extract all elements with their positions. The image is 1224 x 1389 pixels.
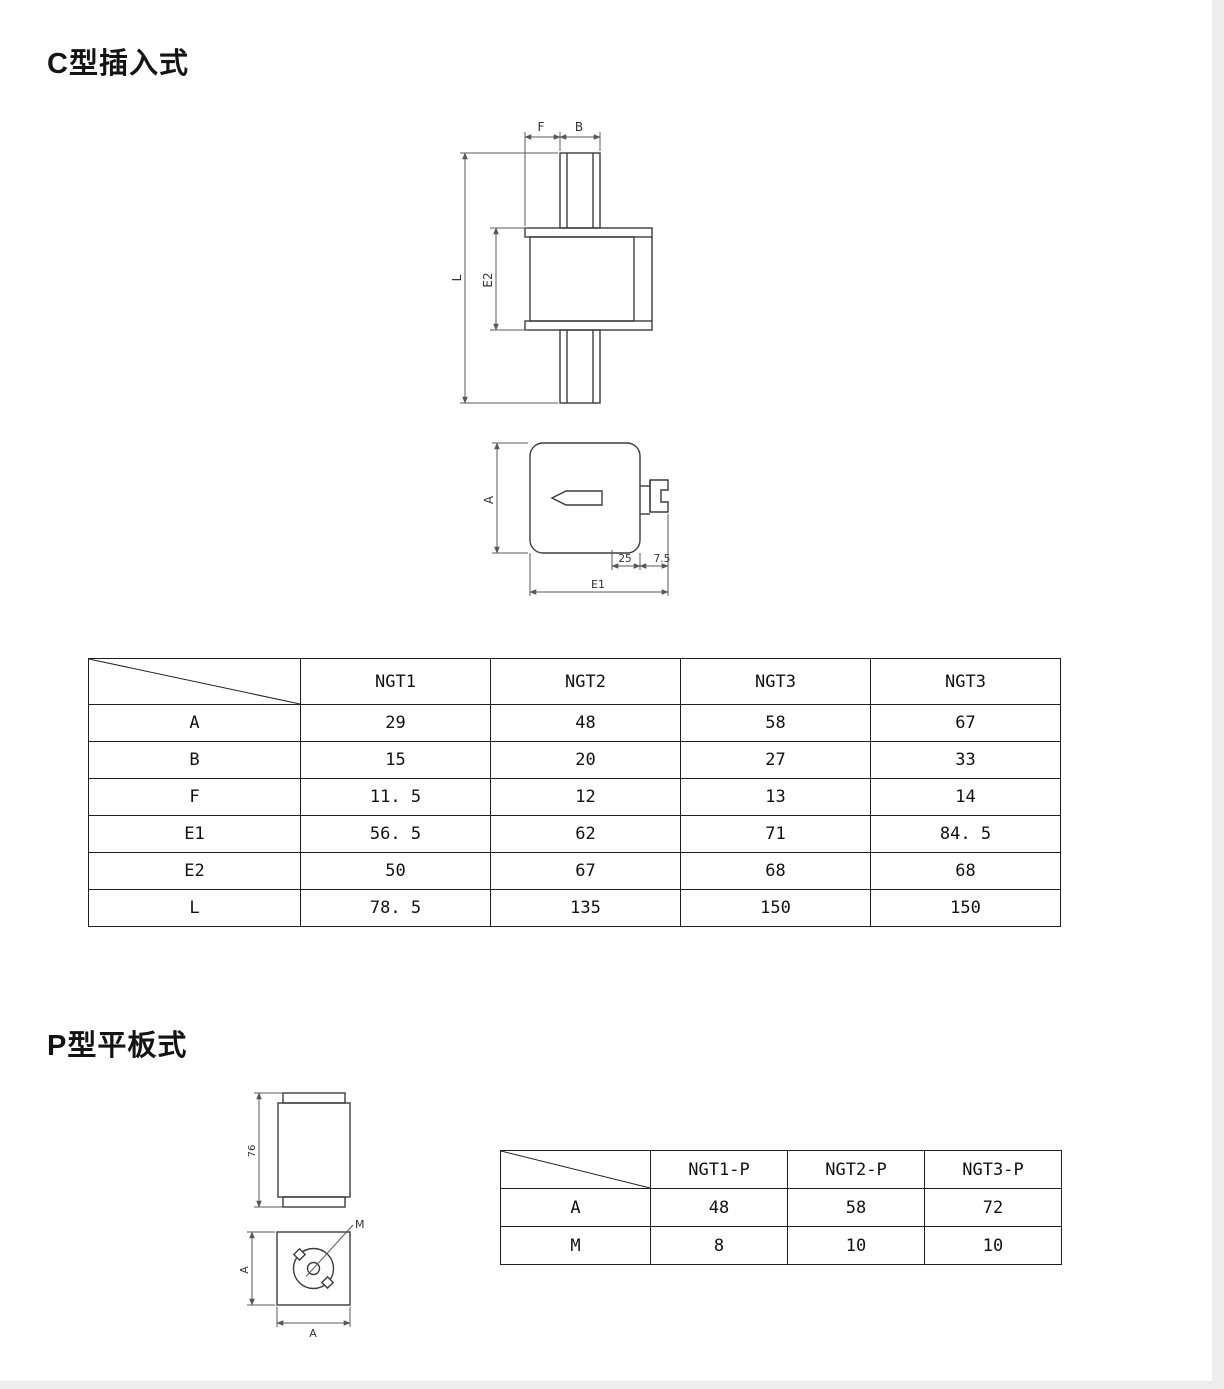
table-row: E1 56. 5 62 71 84. 5 <box>88 815 1061 853</box>
dim-label-m: M <box>355 1218 365 1231</box>
column-header: NGT3-P <box>924 1150 1062 1189</box>
cell: 15 <box>300 741 491 779</box>
dim-label-e2: E2 <box>481 272 495 287</box>
fuse-body <box>277 1092 351 1208</box>
cell: 72 <box>924 1188 1062 1227</box>
c-type-dimension-table: NGT1 NGT2 NGT3 NGT3 A 29 48 58 67 B 15 2… <box>88 658 1061 927</box>
row-label: A <box>500 1188 651 1227</box>
dimension-lines <box>460 132 601 404</box>
row-label: L <box>88 889 301 927</box>
cell: 56. 5 <box>300 815 491 853</box>
cell: 84. 5 <box>870 815 1061 853</box>
dim-label-7-5: 7.5 <box>654 553 671 565</box>
dimension-lines <box>492 442 669 596</box>
section-title-c-type: C型插入式 <box>47 48 189 80</box>
cell: 10 <box>924 1226 1062 1265</box>
diagonal-line <box>501 1151 650 1188</box>
dim-label-25: 25 <box>618 553 631 565</box>
dim-label-l: L <box>452 274 464 281</box>
row-label: E2 <box>88 852 301 890</box>
dim-label-e1: E1 <box>591 578 605 591</box>
table-row: A 29 48 58 67 <box>88 704 1061 742</box>
table-row: E2 50 67 68 68 <box>88 852 1061 890</box>
p-type-side-view-drawing: 76 <box>247 1092 351 1208</box>
cell: 67 <box>490 852 681 890</box>
cell: 50 <box>300 852 491 890</box>
cell: 8 <box>650 1226 788 1265</box>
cell: 13 <box>680 778 871 816</box>
table-header-row: NGT1-P NGT2-P NGT3-P <box>500 1150 1062 1189</box>
diagonal-line <box>89 659 300 704</box>
dimension-lines <box>254 1092 283 1208</box>
cell: 29 <box>300 704 491 742</box>
column-header: NGT1-P <box>650 1150 788 1189</box>
page-edge-right <box>1212 0 1224 1389</box>
cell: 10 <box>787 1226 925 1265</box>
cell: 48 <box>650 1188 788 1227</box>
side-tab <box>640 479 669 515</box>
dim-label-76: 76 <box>247 1145 258 1158</box>
cell: 33 <box>870 741 1061 779</box>
cell: 135 <box>490 889 681 927</box>
column-header: NGT1 <box>300 658 491 705</box>
cell: 14 <box>870 778 1061 816</box>
row-label: F <box>88 778 301 816</box>
cell: 71 <box>680 815 871 853</box>
row-label: B <box>88 741 301 779</box>
cell: 58 <box>680 704 871 742</box>
column-header: NGT2 <box>490 658 681 705</box>
dim-label-b: B <box>575 120 583 134</box>
column-header: NGT3 <box>870 658 1061 705</box>
cell: 27 <box>680 741 871 779</box>
fuse-cap-outline <box>529 442 641 554</box>
table-row: F 11. 5 12 13 14 <box>88 778 1061 816</box>
cell: 58 <box>787 1188 925 1227</box>
column-header: NGT2-P <box>787 1150 925 1189</box>
cell: 68 <box>680 852 871 890</box>
cell: 150 <box>680 889 871 927</box>
table-header-row: NGT1 NGT2 NGT3 NGT3 <box>88 658 1061 705</box>
p-type-dimension-table: NGT1-P NGT2-P NGT3-P A 48 58 72 M 8 10 1… <box>500 1150 1062 1265</box>
cell: 68 <box>870 852 1061 890</box>
cell: 48 <box>490 704 681 742</box>
row-label: M <box>500 1226 651 1265</box>
c-type-side-view-drawing: F B L E2 <box>452 120 653 404</box>
table-row: M 8 10 10 <box>500 1226 1062 1265</box>
corner-cell <box>500 1150 651 1189</box>
cell: 12 <box>490 778 681 816</box>
dim-label-a-left: A <box>240 1266 251 1274</box>
cell: 62 <box>490 815 681 853</box>
column-header: NGT3 <box>680 658 871 705</box>
cell: 150 <box>870 889 1061 927</box>
row-label: E1 <box>88 815 301 853</box>
fuse-body <box>524 227 653 331</box>
c-type-top-view-drawing: A 25 7.5 E1 <box>482 442 671 596</box>
cell: 78. 5 <box>300 889 491 927</box>
fuse-base-square <box>276 1224 354 1306</box>
fuse-blade-top <box>559 152 601 229</box>
leader-line <box>305 1224 354 1277</box>
table-row: A 48 58 72 <box>500 1188 1062 1227</box>
dimension-lines <box>247 1231 351 1327</box>
cell: 20 <box>490 741 681 779</box>
dim-label-f: F <box>538 120 545 134</box>
dim-label-a-bottom: A <box>309 1327 317 1340</box>
table-row: L 78. 5 135 150 150 <box>88 889 1061 927</box>
p-type-bottom-view-drawing: M A A <box>240 1218 365 1340</box>
row-label: A <box>88 704 301 742</box>
fuse-blade-bottom <box>559 329 601 404</box>
corner-cell <box>88 658 301 705</box>
table-row: B 15 20 27 33 <box>88 741 1061 779</box>
cell: 11. 5 <box>300 778 491 816</box>
section-title-p-type: P型平板式 <box>47 1030 188 1062</box>
page-edge-bottom <box>0 1381 1224 1389</box>
cell: 67 <box>870 704 1061 742</box>
dim-label-a: A <box>482 495 496 504</box>
